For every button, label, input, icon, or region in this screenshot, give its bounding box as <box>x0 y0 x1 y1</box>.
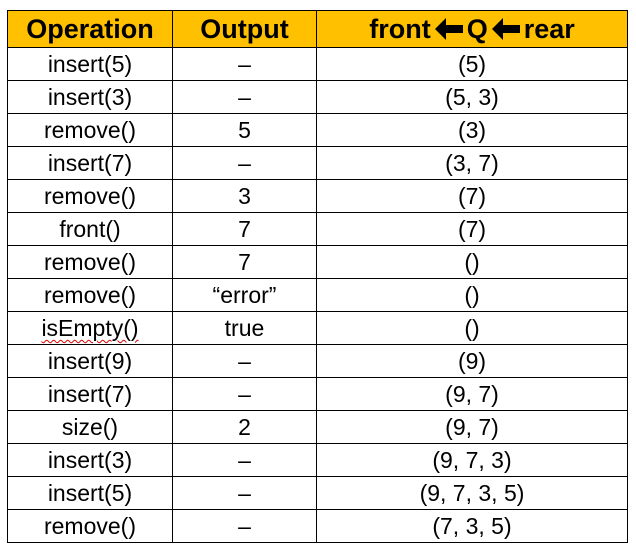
operation-text: remove() <box>43 117 136 143</box>
operation-text: remove() <box>43 249 136 275</box>
left-arrow-icon <box>434 17 463 40</box>
operation-cell: front() <box>7 212 173 246</box>
table-row: insert(3) –(5, 3) <box>7 80 628 114</box>
output-cell: true <box>172 311 317 345</box>
operation-cell: size() <box>7 410 173 444</box>
output-cell: – <box>172 476 317 510</box>
output-cell: – <box>172 47 317 81</box>
table-row: remove() –(7, 3, 5) <box>7 509 628 543</box>
output-cell: 7 <box>172 245 317 279</box>
table-row: remove() 7() <box>7 245 628 279</box>
output-cell: – <box>172 344 317 378</box>
operation-cell: insert(9) <box>7 344 173 378</box>
operation-text: insert(5) <box>47 51 133 77</box>
output-cell: – <box>172 80 317 114</box>
output-cell: – <box>172 377 317 411</box>
left-arrow-icon <box>491 17 520 40</box>
operation-text: isEmpty() <box>41 315 139 341</box>
queue-state-cell: (3, 7) <box>316 146 628 180</box>
operation-cell: insert(7) <box>7 377 173 411</box>
header-output: Output <box>172 10 317 48</box>
operation-cell: remove() <box>7 509 173 543</box>
operation-text: size() <box>61 414 119 440</box>
queue-state-cell: (9, 7, 3, 5) <box>316 476 628 510</box>
output-cell: “error” <box>172 278 317 312</box>
operation-text: remove() <box>43 513 136 539</box>
header-operation: Operation <box>7 10 173 48</box>
operation-text: insert(7) <box>47 381 133 407</box>
table-row: remove() “error”() <box>7 278 628 312</box>
header-queue-label: Q <box>466 13 488 44</box>
operation-text: insert(3) <box>47 84 133 110</box>
table-row: insert(7) –(9, 7) <box>7 377 628 411</box>
table-row: insert(9) –(9) <box>7 344 628 378</box>
operation-cell: insert(3) <box>7 80 173 114</box>
table-row: insert(3) –(9, 7, 3) <box>7 443 628 477</box>
table-row: front() 7(7) <box>7 212 628 246</box>
operation-text: insert(7) <box>47 150 133 176</box>
queue-state-cell: () <box>316 245 628 279</box>
queue-state-cell: (7) <box>316 212 628 246</box>
output-cell: 2 <box>172 410 317 444</box>
queue-state-cell: () <box>316 278 628 312</box>
operation-cell: insert(7) <box>7 146 173 180</box>
output-cell: – <box>172 509 317 543</box>
queue-state-cell: () <box>316 311 628 345</box>
queue-state-cell: (3) <box>316 113 628 147</box>
table-row: size() 2(9, 7) <box>7 410 628 444</box>
output-cell: 5 <box>172 113 317 147</box>
operation-cell: remove() <box>7 278 173 312</box>
operation-cell: insert(3) <box>7 443 173 477</box>
operation-cell: insert(5) <box>7 476 173 510</box>
table-row: insert(7) –(3, 7) <box>7 146 628 180</box>
operation-text: insert(9) <box>47 348 133 374</box>
table-row: insert(5) –(5) <box>7 47 628 81</box>
operation-cell: remove() <box>7 245 173 279</box>
output-cell: 7 <box>172 212 317 246</box>
table-row: insert(5) –(9, 7, 3, 5) <box>7 476 628 510</box>
output-cell: – <box>172 443 317 477</box>
table-body: insert(5)–(5)insert(3)–(5, 3)remove()5(3… <box>7 47 628 543</box>
operation-cell: isEmpty() <box>7 311 173 345</box>
queue-state-cell: (5, 3) <box>316 80 628 114</box>
output-cell: – <box>172 146 317 180</box>
header-queue-front: front <box>369 13 431 44</box>
operation-cell: remove() <box>7 179 173 213</box>
queue-state-cell: (9, 7) <box>316 377 628 411</box>
queue-state-cell: (9) <box>316 344 628 378</box>
operation-text: insert(3) <box>47 447 133 473</box>
operation-text: remove() <box>43 282 136 308</box>
table-row: remove() 3(7) <box>7 179 628 213</box>
operation-text: remove() <box>43 183 136 209</box>
queue-state-cell: (7, 3, 5) <box>316 509 628 543</box>
queue-state-cell: (5) <box>316 47 628 81</box>
operation-cell: insert(5) <box>7 47 173 81</box>
table-row: isEmpty() true() <box>7 311 628 345</box>
table-row: remove() 5(3) <box>7 113 628 147</box>
operation-text: front() <box>59 216 121 242</box>
queue-state-cell: (9, 7) <box>316 410 628 444</box>
header-queue-rear: rear <box>523 13 575 44</box>
operation-cell: remove() <box>7 113 173 147</box>
queue-state-cell: (9, 7, 3) <box>316 443 628 477</box>
operation-text: insert(5) <box>47 480 133 506</box>
output-cell: 3 <box>172 179 317 213</box>
queue-state-cell: (7) <box>316 179 628 213</box>
